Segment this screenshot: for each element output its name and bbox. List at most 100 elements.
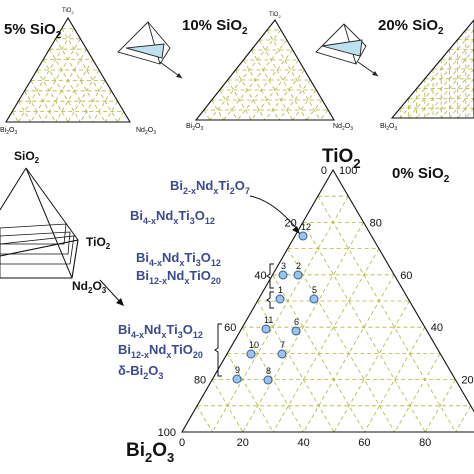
pyramid-edges <box>0 167 79 279</box>
pyramid-arrow <box>99 279 123 305</box>
panel-5pct-gridline <box>92 90 112 123</box>
phase-label-7: δ-Bi2O3 <box>118 363 163 381</box>
brace-3 <box>214 323 222 377</box>
panel-10pct-gridline <box>209 29 282 121</box>
tick-label-left: 80 <box>194 375 206 387</box>
panel-5pct-gridline <box>30 38 81 123</box>
panel-10pct-gridline <box>278 79 311 121</box>
panel-20pct: 20% SiO2 Bi2O3 <box>315 17 474 132</box>
sample-point-9 <box>232 374 242 384</box>
sample-point-6 <box>291 326 301 336</box>
panel-5pct-gridline <box>117 111 125 123</box>
panel-5pct-gridline <box>61 28 118 123</box>
panel-10pct-gridline <box>258 39 307 121</box>
sample-point-label: 10 <box>249 340 259 350</box>
main-top-label: TiO2 <box>322 146 361 171</box>
panel-5pct-title: 5% SiO2 <box>4 21 62 41</box>
panel-20pct-gridline <box>449 88 474 119</box>
tick-label-left: 40 <box>254 270 266 282</box>
panel-10pct-gridline <box>264 69 305 121</box>
main-gridline <box>272 248 380 433</box>
sample-point-label: 2 <box>296 261 301 271</box>
leader-1-arrow <box>292 226 300 234</box>
main-gridline <box>317 195 456 433</box>
main-gridline <box>333 300 410 433</box>
panel-10pct-gridline <box>243 59 280 121</box>
panel-20pct-gridline <box>416 49 474 119</box>
main-gridline <box>364 327 426 433</box>
panel-10pct-gridline <box>223 39 288 121</box>
panel-10pct-gridline <box>250 59 299 121</box>
panel-5pct-gridline <box>18 28 75 123</box>
tick-label-left: 100 <box>158 427 176 439</box>
main-grid <box>196 195 472 433</box>
sample-point-3 <box>278 270 288 280</box>
panel-10pct-inset-pyramid <box>117 21 171 65</box>
tick-label-bottom: 40 <box>297 437 309 449</box>
panel-20pct-gridline <box>408 39 474 119</box>
panel-20pct-title: 20% SiO2 <box>378 17 444 37</box>
main-gridline <box>302 222 426 433</box>
panel-5pct-gridline <box>36 69 69 123</box>
sample-point-label: 12 <box>301 222 311 232</box>
sample-point-12 <box>298 231 308 241</box>
main-gridline <box>455 405 472 433</box>
panel-10pct-gridline <box>203 109 211 121</box>
main-title: 0% SiO2 <box>392 165 450 185</box>
phase-label-2: Bi4-xNdxTi3O12 <box>130 208 215 226</box>
main-gridline <box>212 196 349 433</box>
panel-20pct-gridline <box>465 107 474 119</box>
main-gridline <box>242 222 364 433</box>
sample-point-label: 5 <box>312 285 317 295</box>
brace-1 <box>266 263 274 289</box>
sample-point-label: 9 <box>235 365 240 375</box>
panel-20pct-grid <box>399 29 474 119</box>
main-gridline <box>226 353 274 433</box>
sample-point-7 <box>277 349 287 359</box>
panel-5pct-top-label: TiO2 <box>62 8 74 15</box>
main-gridline <box>394 353 441 433</box>
panel-10pct-arrow-head <box>176 73 182 78</box>
panel-10pct-title: 10% SiO2 <box>182 17 248 37</box>
panel-5pct-gridline <box>55 38 106 123</box>
panel-10pct-right-label: Nd2O3 <box>333 123 353 132</box>
pyramid-right-label: TiO2 <box>86 235 111 251</box>
tick-label-right: 60 <box>400 270 412 282</box>
panel-5pct-right-label: Nd2O3 <box>136 127 156 136</box>
tick-label-right: 40 <box>431 322 443 334</box>
sample-point-2 <box>293 270 303 280</box>
tick-label-bottom: 20 <box>237 437 249 449</box>
panel-5pct-triangle <box>5 16 131 123</box>
panel-10pct-gridline <box>250 49 293 121</box>
sample-point-label: 7 <box>280 340 285 350</box>
sample-point-label: 11 <box>264 315 273 325</box>
phase-label-3: Bi4-xNdxTi3O12 <box>136 250 221 268</box>
panel-20pct-inset-pyramid <box>315 23 367 65</box>
pyramid-arrow-head <box>116 298 124 306</box>
sample-point-1 <box>275 294 285 304</box>
phase-labels: Bi2-xNdxTi2O7 Bi4-xNdxTi3O12 Bi4-xNdxTi3… <box>118 178 250 381</box>
panel-10pct-grid <box>203 29 329 121</box>
sample-point-5 <box>309 294 319 304</box>
brace-2 <box>266 291 274 309</box>
main-gridline <box>287 248 396 433</box>
panel-10pct-gridline <box>227 79 252 121</box>
panel-10pct: 10% SiO2 TiO2 Bi2O3 Nd2O3 <box>117 12 353 132</box>
phase-label-5: Bi4-xNdxTi3O12 <box>118 322 203 340</box>
panel-5pct-left-label: Bi2O3 <box>0 127 17 136</box>
panel-5pct-gridline <box>24 90 44 123</box>
phase-label-6: Bi12-xNdxTiO20 <box>118 342 203 360</box>
phase-leaders <box>214 195 299 377</box>
panel-5pct-gridline <box>42 48 87 123</box>
panel-10pct-gridline <box>235 69 266 121</box>
panel-20pct-gridline <box>424 58 474 119</box>
panel-10pct-gridline <box>306 99 323 121</box>
panel-20pct-gridline <box>399 29 474 119</box>
panel-10pct-triangle <box>194 19 335 121</box>
phase-label-1: Bi2-xNdxTi2O7 <box>170 178 250 196</box>
main-gridline <box>257 300 335 433</box>
